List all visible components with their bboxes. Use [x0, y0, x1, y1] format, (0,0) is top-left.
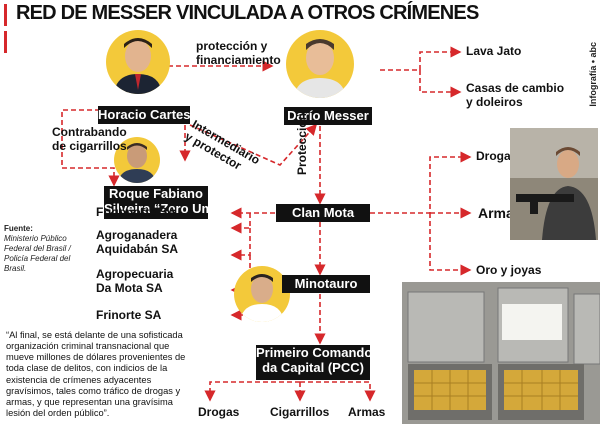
cartes-portrait	[106, 30, 170, 94]
contrabando-label: Contrabando de cigarrillos	[52, 125, 127, 153]
person-icon	[114, 38, 162, 94]
arrow-intermediario	[189, 123, 318, 166]
arrow-casas	[419, 70, 462, 98]
drogas-bottom-label: Drogas	[198, 405, 240, 419]
quote-text: “Al final, se está delante de una sofist…	[6, 330, 186, 419]
minotauro-portrait	[234, 266, 290, 322]
cartes-box: Horacio Cartes	[98, 106, 191, 124]
drogas-right-label: Drogas	[476, 149, 518, 163]
title-accent-bars	[4, 4, 12, 53]
company-agropecuaria: Agropecuaria Da Mota SA	[96, 267, 174, 295]
oro-joyas-label: Oro y joyas	[476, 263, 542, 277]
person-icon	[118, 143, 156, 183]
arrow-lavajato	[380, 46, 462, 71]
casas-cambio-label: Casas de cambio y doleiros	[466, 81, 565, 109]
pcc-line2: da Capital (PCC)	[262, 359, 364, 375]
arrow-clan-drogas	[370, 151, 472, 214]
armas-bottom-label: Armas	[348, 405, 386, 419]
source-text: Ministerio Público Federal del Brasil / …	[4, 234, 71, 273]
arrow-contrabando	[61, 109, 120, 187]
armed-man-image	[510, 128, 598, 240]
gold-cases-photo	[402, 282, 600, 424]
pcc-line1: Primeiro Comando	[256, 345, 373, 360]
company-frigonorte: Frigonorte SA	[96, 205, 176, 219]
page-title: RED DE MESSER VINCULADA A OTROS CRÍMENES	[16, 2, 479, 24]
roque-portrait	[114, 137, 160, 183]
roque-box: Roque Fabiano Silveira “Zero Um”	[104, 186, 220, 219]
pcc-box: Primeiro Comando da Capital (PCC)	[256, 345, 373, 380]
gold-cases-image	[402, 282, 600, 424]
armed-man-photo	[510, 128, 598, 240]
source-note: Fuente: Ministerio Público Federal del B…	[4, 224, 88, 274]
messer-box: Darío Messer	[284, 107, 372, 125]
person-icon	[240, 274, 284, 322]
roque-name-line1: Roque Fabiano	[109, 186, 203, 201]
arrow-pcc-armas	[300, 381, 376, 402]
arrow-pcc-drogas	[204, 381, 300, 402]
company-frinorte: Frinorte SA	[96, 308, 162, 322]
person-icon	[294, 39, 346, 98]
messer-portrait	[286, 30, 354, 98]
clan-mota-box: Clan Mota	[276, 204, 370, 222]
minotauro-box: Minotauro	[282, 275, 370, 293]
cigarrillos-bottom-label: Cigarrillos	[270, 405, 330, 419]
arrow-clan-oro	[429, 213, 472, 276]
company-agroganadera: Agroganadera Aquidabán SA	[96, 228, 179, 256]
proteccion-financiamiento-label: protección y financiamiento	[196, 39, 281, 67]
roque-name-line2: Silveira “Zero Um”	[104, 200, 220, 216]
proteccion-label: Protección	[295, 112, 309, 175]
lava-jato-label: Lava Jato	[466, 44, 522, 58]
source-heading: Fuente:	[4, 224, 33, 233]
